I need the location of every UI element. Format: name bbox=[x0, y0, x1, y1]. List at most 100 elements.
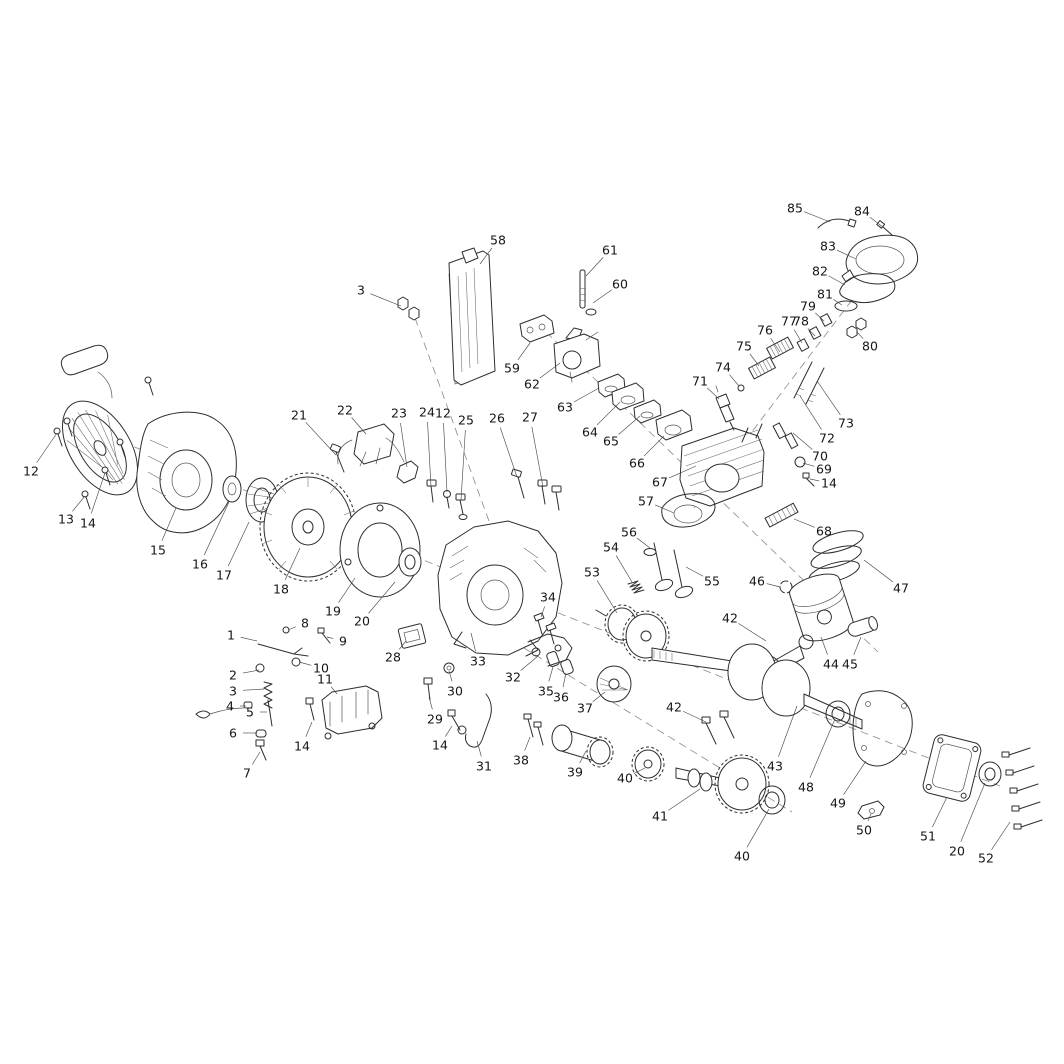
part-number-label: 42 bbox=[722, 610, 738, 625]
part-number-label: 13 bbox=[58, 511, 74, 526]
side-cover bbox=[922, 734, 982, 802]
part-number-label: 47 bbox=[893, 580, 909, 595]
part-number-label: 79 bbox=[800, 298, 816, 313]
mounting-bolts bbox=[329, 437, 562, 520]
leader-line bbox=[792, 432, 813, 450]
part-number-label: 53 bbox=[584, 564, 600, 579]
part-number-label: 11 bbox=[317, 671, 333, 686]
leader-line bbox=[499, 427, 518, 478]
part-number-label: 26 bbox=[489, 410, 505, 425]
leader-line bbox=[749, 353, 760, 367]
leader-line bbox=[869, 216, 885, 229]
part-number-label: 60 bbox=[612, 276, 628, 291]
camshaft bbox=[675, 754, 770, 814]
leader-line bbox=[338, 577, 356, 603]
part-number-label: 3 bbox=[229, 683, 237, 698]
part-number-label: 7 bbox=[243, 765, 251, 780]
leader-line bbox=[573, 387, 600, 403]
part-number-label: 63 bbox=[557, 399, 573, 414]
part-number-label: 15 bbox=[150, 542, 166, 557]
starter-reel bbox=[61, 400, 139, 496]
leader-line bbox=[685, 566, 704, 577]
leader-line bbox=[804, 211, 831, 223]
rocker-parts bbox=[796, 300, 867, 352]
leader-line bbox=[540, 606, 546, 618]
part-number-label: 32 bbox=[505, 669, 521, 684]
part-number-label: 62 bbox=[524, 376, 540, 391]
leader-line bbox=[330, 686, 338, 695]
leader-line bbox=[636, 537, 651, 549]
part-number-label: 22 bbox=[337, 402, 353, 417]
muffler-stud bbox=[579, 269, 597, 316]
part-number-label: 20 bbox=[354, 613, 370, 628]
leader-line bbox=[669, 465, 697, 479]
muffler-shield bbox=[448, 247, 496, 386]
crankcase bbox=[437, 520, 563, 657]
part-number-label: 67 bbox=[652, 474, 668, 489]
intake-manifold bbox=[655, 409, 693, 441]
part-number-label: 85 bbox=[787, 200, 803, 215]
cover-gasket bbox=[839, 273, 896, 304]
leader-line bbox=[960, 782, 986, 842]
leader-line bbox=[596, 580, 618, 614]
part-number-label: 36 bbox=[553, 689, 569, 704]
part-number-label: 18 bbox=[273, 581, 289, 596]
leader-line bbox=[479, 247, 493, 265]
leader-line bbox=[399, 640, 407, 650]
muffler-nuts bbox=[397, 296, 420, 321]
part-number-label: 43 bbox=[767, 758, 783, 773]
oil-seal bbox=[978, 761, 1002, 787]
insulator-block bbox=[611, 382, 645, 411]
fan-cover bbox=[136, 411, 237, 534]
leader-line bbox=[476, 740, 482, 757]
part-number-label: 82 bbox=[812, 263, 828, 278]
leader-line bbox=[445, 725, 453, 737]
part-number-label: 29 bbox=[427, 711, 443, 726]
leader-line bbox=[298, 661, 312, 666]
part-number-label: 80 bbox=[862, 338, 878, 353]
leader-line bbox=[833, 299, 843, 306]
spark-plug bbox=[715, 385, 735, 431]
mount-bracket bbox=[305, 685, 383, 740]
leader-line bbox=[370, 293, 402, 307]
leader-line bbox=[856, 331, 864, 339]
leader-line bbox=[615, 555, 633, 583]
part-number-label: 21 bbox=[291, 407, 307, 422]
leader-line bbox=[368, 581, 396, 614]
leader-line bbox=[853, 636, 862, 655]
starter-motor bbox=[551, 724, 614, 768]
leader-line bbox=[820, 636, 828, 655]
part-number-label: 8 bbox=[301, 615, 309, 630]
part-number-label: 14 bbox=[294, 738, 310, 753]
leader-line bbox=[655, 504, 675, 514]
intake-gasket bbox=[519, 314, 555, 343]
leader-line bbox=[738, 623, 767, 642]
part-number-label: 77 bbox=[781, 313, 797, 328]
lower-seal bbox=[758, 785, 786, 815]
leader-line bbox=[867, 813, 872, 821]
cylinder bbox=[679, 423, 765, 507]
leader-line bbox=[287, 626, 296, 631]
part-number-label: 65 bbox=[603, 433, 619, 448]
part-number-label: 45 bbox=[842, 656, 858, 671]
part-number-label: 55 bbox=[704, 573, 720, 588]
part-number-label: 83 bbox=[820, 238, 836, 253]
part-number-label: 3 bbox=[357, 282, 365, 297]
part-number-label: 41 bbox=[652, 808, 668, 823]
leader-line bbox=[592, 289, 613, 304]
drive-gear bbox=[631, 746, 665, 782]
leader-line bbox=[326, 636, 334, 639]
leader-line bbox=[809, 718, 836, 778]
part-number-label: 42 bbox=[666, 699, 682, 714]
part-number-label: 27 bbox=[522, 409, 538, 424]
cover-bolt bbox=[876, 220, 893, 236]
leader-line bbox=[807, 328, 816, 337]
starter-handle bbox=[60, 344, 113, 399]
part-number-label: 12 bbox=[435, 405, 451, 420]
leader-line bbox=[562, 672, 567, 688]
part-number-label: 23 bbox=[391, 405, 407, 420]
part-number-label: 59 bbox=[504, 360, 520, 375]
